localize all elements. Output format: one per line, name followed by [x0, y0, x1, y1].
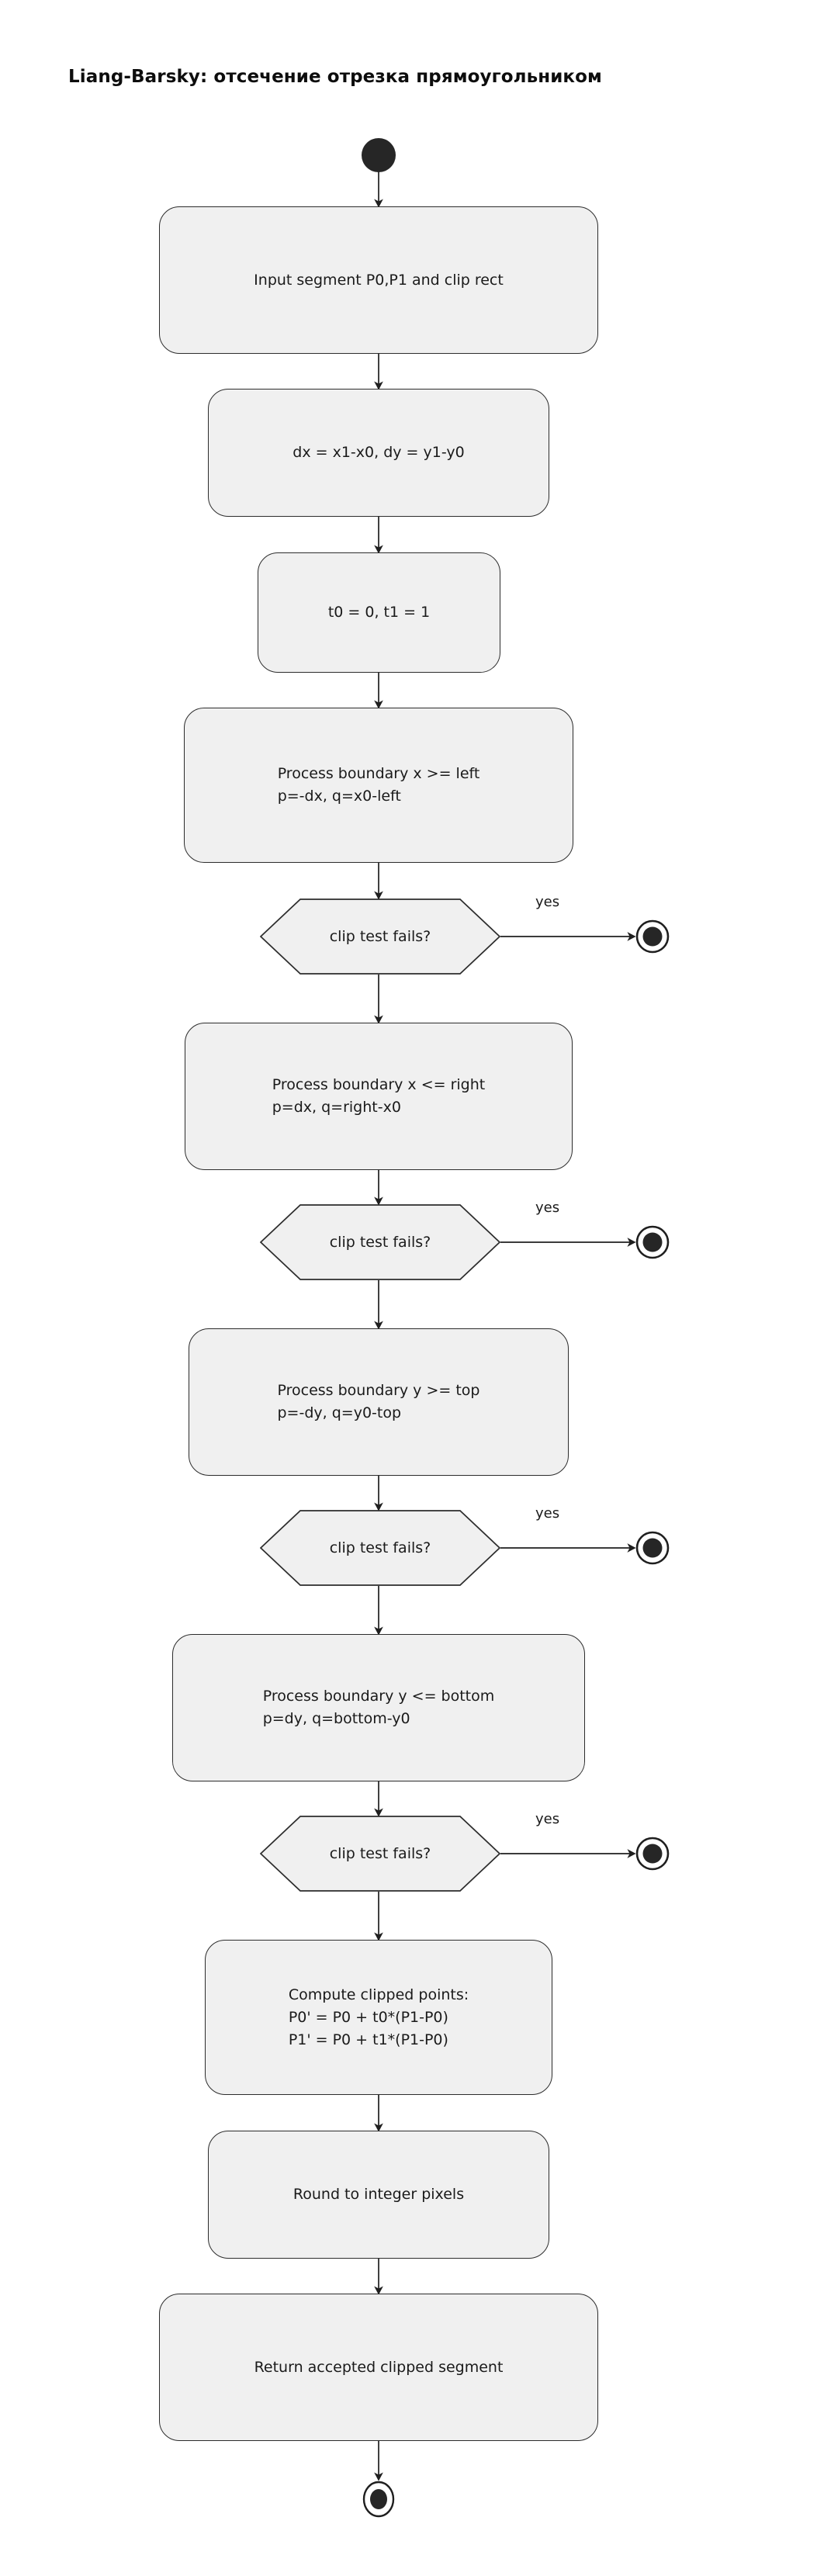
node-compute-deltas[interactable]: dx = x1-x0, dy = y1-y0 — [208, 389, 549, 517]
decision-label: clip test fails? — [329, 1234, 431, 1251]
decision-label: clip test fails? — [329, 1845, 431, 1862]
end-node-reject-bottom — [635, 1836, 670, 1871]
end-node-final — [362, 2480, 396, 2519]
node-label: Process boundary y >= top p=-dy, q=y0-to… — [277, 1382, 480, 1421]
node-label: t0 = 0, t1 = 1 — [327, 604, 431, 621]
hexagon-shape — [260, 1204, 500, 1280]
node-label: Input segment P0,P1 and clip rect — [254, 271, 504, 289]
node-input-segment[interactable]: Input segment P0,P1 and clip rect — [159, 206, 598, 354]
edge-label-yes-top: yes — [535, 1505, 560, 1522]
decision-clip-test-top[interactable]: clip test fails? — [260, 1510, 500, 1586]
decision-clip-test-bottom[interactable]: clip test fails? — [260, 1816, 500, 1892]
node-label: Process boundary x <= right p=dx, q=righ… — [272, 1076, 486, 1116]
node-round-to-pixels[interactable]: Round to integer pixels — [208, 2131, 549, 2259]
edge-label-yes-bottom: yes — [535, 1811, 560, 1827]
start-node — [362, 138, 396, 172]
node-label: Round to integer pixels — [293, 2186, 465, 2203]
node-boundary-x-left[interactable]: Process boundary x >= left p=-dx, q=x0-l… — [184, 708, 573, 863]
node-boundary-y-top[interactable]: Process boundary y >= top p=-dy, q=y0-to… — [189, 1328, 569, 1476]
node-label: Process boundary x >= left p=-dx, q=x0-l… — [277, 765, 480, 805]
node-compute-clipped-points[interactable]: Compute clipped points: P0' = P0 + t0*(P… — [205, 1940, 552, 2095]
decision-label: clip test fails? — [329, 1539, 431, 1556]
end-node-reject-top — [635, 1530, 670, 1566]
node-label: dx = x1-x0, dy = y1-y0 — [293, 444, 465, 461]
node-boundary-y-bottom[interactable]: Process boundary y <= bottom p=dy, q=bot… — [172, 1634, 585, 1781]
end-node-reject-right — [635, 1224, 670, 1260]
hexagon-shape — [260, 1816, 500, 1892]
node-return-segment[interactable]: Return accepted clipped segment — [159, 2294, 598, 2441]
edge-label-yes-left: yes — [535, 894, 560, 910]
hexagon-shape — [260, 1510, 500, 1586]
decision-clip-test-right[interactable]: clip test fails? — [260, 1204, 500, 1280]
node-label: Compute clipped points: P0' = P0 + t0*(P… — [288, 1986, 469, 2048]
decision-clip-test-left[interactable]: clip test fails? — [260, 898, 500, 975]
node-boundary-x-right[interactable]: Process boundary x <= right p=dx, q=righ… — [185, 1023, 573, 1170]
node-init-t0-t1[interactable]: t0 = 0, t1 = 1 — [258, 552, 500, 673]
node-label: Process boundary y <= bottom p=dy, q=bot… — [262, 1688, 495, 1727]
edge-label-yes-right: yes — [535, 1200, 560, 1216]
page-title: Liang-Barsky: отсечение отрезка прямоуго… — [68, 67, 602, 87]
end-node-reject-left — [635, 919, 670, 954]
decision-label: clip test fails? — [329, 928, 431, 945]
hexagon-shape — [260, 898, 500, 975]
node-label: Return accepted clipped segment — [254, 2358, 504, 2376]
